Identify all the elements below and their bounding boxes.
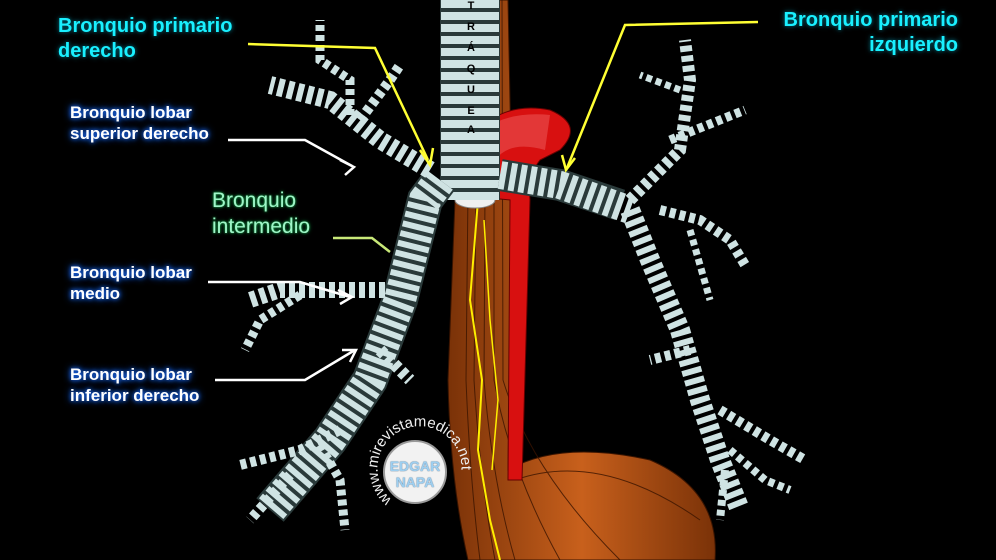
trachea-letter: T [467, 0, 475, 12]
label-line: Bronquio primario [783, 9, 958, 31]
trachea-letter: Á [467, 42, 475, 54]
label-right-primary-bronchus: Bronquio primario derecho [58, 14, 232, 64]
label-line: Bronquio lobar [70, 103, 192, 122]
label-right-lower-lobar-bronchus: Bronquio lobar inferior derecho [70, 364, 199, 407]
label-line: inferior derecho [70, 386, 200, 406]
label-left-primary-bronchus: Bronquio primario izquierdo [784, 8, 958, 58]
trachea-letter: Q [466, 63, 476, 75]
label-line: intermedio [212, 215, 311, 239]
label-intermediate-bronchus: Bronquio intermedio [212, 188, 310, 241]
label-line: izquierdo [869, 34, 958, 56]
nerve [468, 199, 501, 560]
watermark-author: EDGAR [389, 458, 441, 474]
trachea-letter: E [467, 105, 475, 117]
leader-lines [208, 20, 759, 382]
watermark-author: NAPA [395, 474, 435, 490]
label-line: Bronquio primario [58, 15, 233, 37]
trachea-letter: R [467, 21, 475, 33]
label-line: Bronquio lobar [70, 365, 192, 384]
label-line: Bronquio [212, 189, 297, 212]
label-right-upper-lobar-bronchus: Bronquio lobar superior derecho [70, 102, 209, 145]
label-line: medio [70, 284, 121, 304]
label-middle-lobar-bronchus: Bronquio lobar medio [70, 262, 192, 305]
trachea-letter: U [467, 84, 475, 96]
label-line: Bronquio lobar [70, 263, 192, 282]
trachea-letter: A [467, 124, 475, 136]
label-line: superior derecho [70, 124, 209, 144]
trachea [440, 0, 500, 200]
label-line: derecho [58, 40, 136, 62]
watermark-logo: EDGAR NAPA [383, 440, 447, 504]
